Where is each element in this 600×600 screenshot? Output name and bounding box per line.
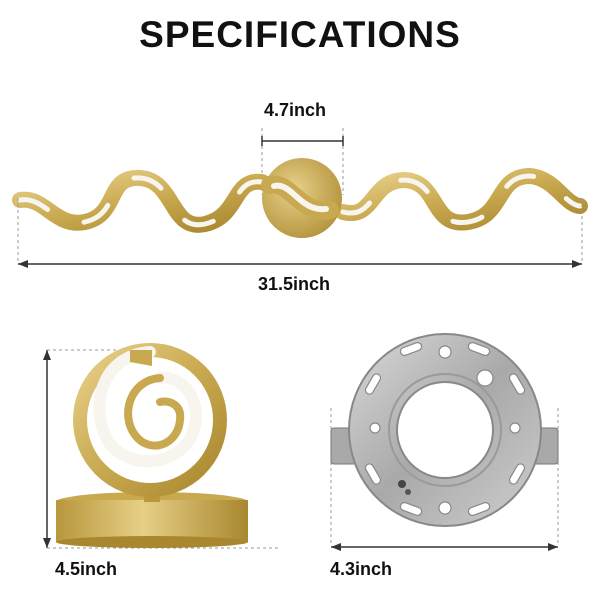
base-canopy [56,500,248,542]
mounting-plate [330,333,559,551]
spiral-led [93,346,203,468]
led-strip-right [340,173,583,225]
plate-center-hole [396,381,494,479]
ribbon-right [335,167,588,231]
wave-lamp [12,128,588,268]
width-label: 4.7inch [264,100,327,120]
led-strip-left [17,175,265,228]
side-view [43,343,280,549]
plate-diameter-label: 4.3inch [330,559,393,579]
length-label: 31.5inch [258,274,331,294]
screw [398,480,406,488]
ribbon-left [12,170,270,233]
spiral-inner [124,374,185,450]
plate-slots [364,342,526,516]
page-title: SPECIFICATIONS [139,14,461,55]
height-label: 4.5inch [55,559,118,579]
